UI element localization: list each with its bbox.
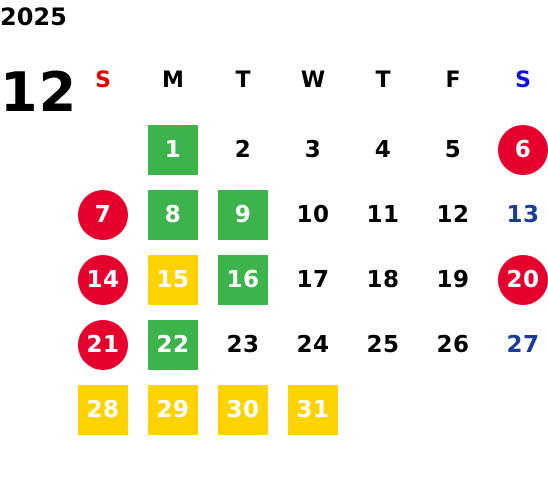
- day-cell-7[interactable]: 7: [78, 190, 128, 240]
- calendar-year: 2025: [0, 3, 67, 31]
- day-cell-15[interactable]: 15: [148, 255, 198, 305]
- weekday-mon: M: [162, 68, 184, 93]
- day-cell-29[interactable]: 29: [148, 385, 198, 435]
- day-cell-24[interactable]: 24: [296, 332, 330, 358]
- weekday-thu: T: [375, 68, 391, 93]
- day-cell-5[interactable]: 5: [444, 137, 462, 163]
- day-cell-20[interactable]: 20: [498, 255, 548, 305]
- day-cell-14[interactable]: 14: [78, 255, 128, 305]
- weekday-sun: S: [95, 68, 111, 93]
- day-cell-1[interactable]: 1: [148, 125, 198, 175]
- weekday-fri: F: [445, 68, 461, 93]
- weekday-sat: S: [515, 68, 531, 93]
- day-cell-28[interactable]: 28: [78, 385, 128, 435]
- day-cell-13[interactable]: 13: [506, 202, 540, 228]
- day-cell-3[interactable]: 3: [304, 137, 322, 163]
- day-cell-18[interactable]: 18: [366, 267, 400, 293]
- day-cell-10[interactable]: 10: [296, 202, 330, 228]
- day-cell-6[interactable]: 6: [498, 125, 548, 175]
- day-cell-16[interactable]: 16: [218, 255, 268, 305]
- day-cell-9[interactable]: 9: [218, 190, 268, 240]
- calendar-month: 12: [0, 61, 78, 124]
- weekday-tue: T: [235, 68, 251, 93]
- day-cell-2[interactable]: 2: [234, 137, 252, 163]
- day-cell-19[interactable]: 19: [436, 267, 470, 293]
- day-cell-11[interactable]: 11: [366, 202, 400, 228]
- day-cell-25[interactable]: 25: [366, 332, 400, 358]
- day-cell-30[interactable]: 30: [218, 385, 268, 435]
- day-cell-23[interactable]: 23: [226, 332, 260, 358]
- day-cell-31[interactable]: 31: [288, 385, 338, 435]
- day-cell-12[interactable]: 12: [436, 202, 470, 228]
- day-cell-27[interactable]: 27: [506, 332, 540, 358]
- day-cell-8[interactable]: 8: [148, 190, 198, 240]
- day-cell-4[interactable]: 4: [374, 137, 392, 163]
- day-cell-21[interactable]: 21: [78, 320, 128, 370]
- day-cell-22[interactable]: 22: [148, 320, 198, 370]
- day-cell-17[interactable]: 17: [296, 267, 330, 293]
- weekday-wed: W: [300, 68, 326, 93]
- day-cell-26[interactable]: 26: [436, 332, 470, 358]
